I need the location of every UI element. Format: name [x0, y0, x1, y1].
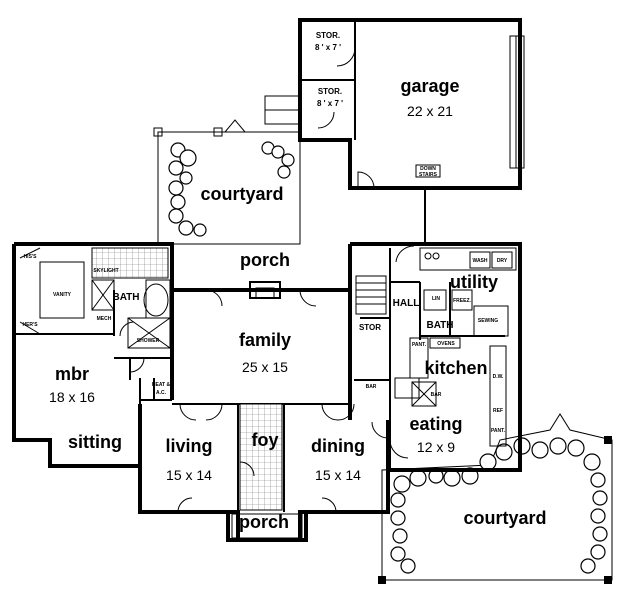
master-bath-label: BATH	[112, 292, 139, 303]
master-bath-fixtures	[19, 247, 171, 349]
ac-label: A.C.	[156, 390, 167, 396]
pantry2-label: PANT.	[491, 428, 506, 434]
lin-label: LIN	[432, 296, 440, 302]
his-label: HIS'S	[24, 254, 38, 260]
mbr-label: mbr	[55, 364, 89, 384]
mbr-size: 18 x 16	[49, 389, 95, 405]
vanity-label: VANITY	[53, 292, 72, 298]
courtyard-top	[153, 119, 301, 245]
mech-label: MECH	[97, 316, 112, 322]
freez-label: FREEZ.	[453, 298, 471, 304]
courtyard-right-label: courtyard	[463, 508, 546, 528]
sitting-label: sitting	[68, 432, 122, 452]
stor1-size: 8 ' x 7 '	[315, 43, 341, 52]
kitchen-fixtures	[355, 245, 517, 447]
house-walls	[12, 242, 522, 542]
stor1-label: STOR.	[316, 31, 340, 40]
utility-label: utility	[450, 272, 498, 292]
family-size: 25 x 15	[242, 359, 288, 375]
stairs-label: STAIRS	[419, 172, 438, 178]
bath2-label: BATH	[426, 320, 453, 331]
eating-label: eating	[409, 414, 462, 434]
pantry-label: PANT.	[412, 342, 427, 348]
stor-small-label: STOR	[359, 323, 381, 332]
hers-label: HER'S	[22, 322, 38, 328]
family-label: family	[239, 330, 291, 350]
ref-label: REF	[493, 408, 503, 414]
fixture-labels: SKYLIGHT SHOWER HEAT & A.C. BAR BAR SEWI…	[22, 166, 507, 434]
stor2-size: 8 ' x 7 '	[317, 99, 343, 108]
porch-bottom-label: porch	[239, 512, 289, 532]
bar1-label: BAR	[366, 384, 377, 390]
dry-label: DRY	[497, 258, 508, 264]
dining-label: dining	[311, 436, 365, 456]
bar2-label: BAR	[431, 392, 442, 398]
courtyard-right	[378, 413, 613, 584]
shower-label: SHOWER	[137, 338, 160, 344]
living-size: 15 x 14	[166, 467, 212, 483]
stor2-label: STOR.	[318, 87, 342, 96]
sewing-label: SEWING	[478, 318, 498, 324]
garage-block	[264, 18, 525, 245]
living-label: living	[165, 436, 212, 456]
ovens-label: OVENS	[437, 341, 455, 347]
hall-label: HALL	[393, 298, 420, 309]
door-swings	[119, 289, 409, 513]
stairs-down-label: DOWN	[420, 166, 436, 172]
heat-label: HEAT &	[152, 382, 171, 388]
courtyard-right-shrubs	[390, 437, 608, 574]
dining-size: 15 x 14	[315, 467, 361, 483]
room-labels: garage 22 x 21 STOR. 8 ' x 7 ' STOR. 8 '…	[49, 31, 546, 532]
dw-label: D.W.	[493, 374, 504, 380]
wash-label: WASH	[473, 258, 488, 264]
kitchen-label: kitchen	[424, 358, 487, 378]
porch-top-label: porch	[240, 250, 290, 270]
courtyard-top-label: courtyard	[200, 184, 283, 204]
eating-size: 12 x 9	[417, 439, 455, 455]
skylight-label: SKYLIGHT	[93, 268, 118, 274]
garage-size: 22 x 21	[407, 103, 453, 119]
courtyard-top-shrubs	[168, 141, 295, 237]
garage-label: garage	[400, 76, 459, 96]
foy-label: foy	[252, 430, 279, 450]
